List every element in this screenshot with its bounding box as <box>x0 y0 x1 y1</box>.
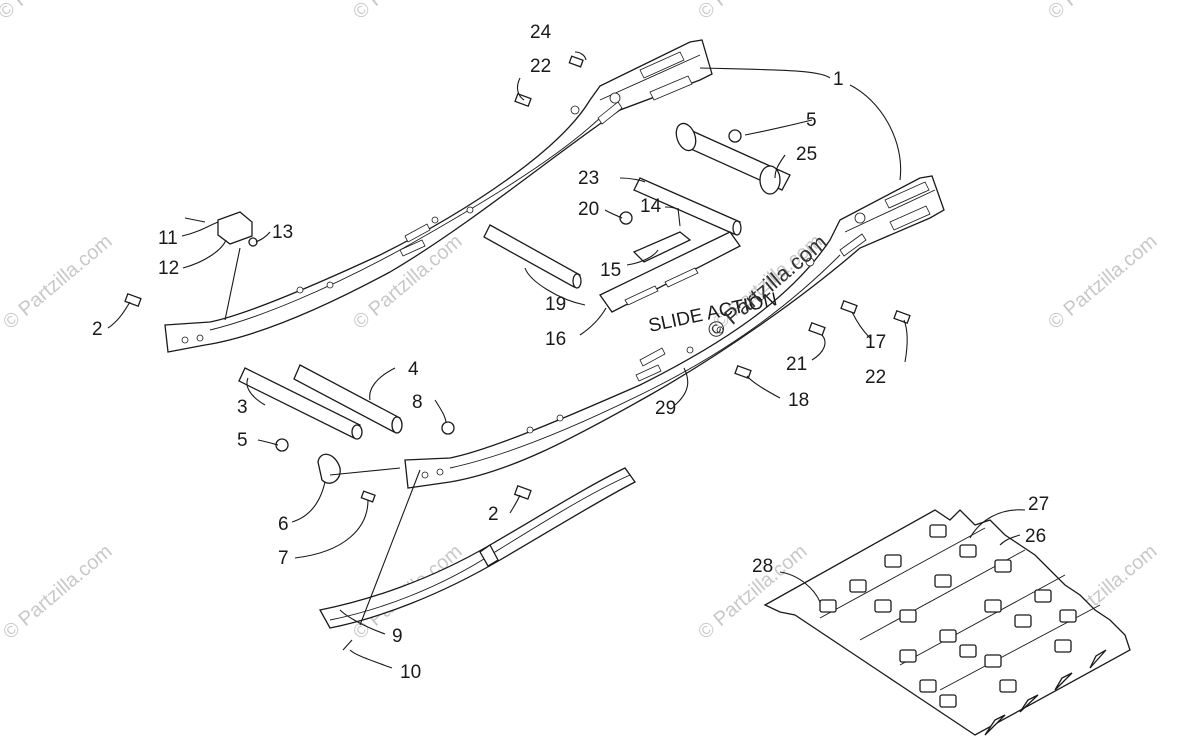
callout-9: 9 <box>392 626 403 647</box>
cross-shafts <box>217 122 791 484</box>
callout-5-left: 5 <box>237 430 248 451</box>
callout-26: 26 <box>1025 526 1046 547</box>
callout-22-top: 22 <box>530 56 551 77</box>
callout-24: 24 <box>530 22 552 43</box>
watermark: © Partzilla.com <box>1044 0 1161 24</box>
leader-lines <box>107 51 1026 669</box>
shaft-19 <box>483 224 581 288</box>
pad-6 <box>317 453 341 484</box>
callout-10: 10 <box>400 662 421 683</box>
bracket-15 <box>632 231 692 263</box>
callout-27: 27 <box>1028 494 1049 515</box>
callout-3: 3 <box>237 397 248 418</box>
bracket-16 <box>599 231 741 313</box>
bumper-12 <box>217 211 253 245</box>
callout-1: 1 <box>833 69 844 90</box>
callout-4: 4 <box>408 359 419 380</box>
callout-labels: 1 24 22 5 25 23 20 14 15 19 16 17 21 22 … <box>92 22 1049 683</box>
callout-11: 11 <box>158 228 178 249</box>
callout-17: 17 <box>865 332 886 353</box>
shaft-23 <box>633 177 741 235</box>
callout-2-left: 2 <box>92 319 103 340</box>
watermark: © Partzilla.com <box>0 0 111 24</box>
callout-29: 29 <box>655 398 676 419</box>
callout-5-top: 5 <box>806 110 817 131</box>
callout-18: 18 <box>788 390 809 411</box>
callout-19: 19 <box>545 294 566 315</box>
callout-13: 13 <box>272 222 293 243</box>
callout-28: 28 <box>752 556 773 577</box>
callout-20: 20 <box>578 199 599 220</box>
callout-16: 16 <box>545 329 566 350</box>
callout-23: 23 <box>578 168 599 189</box>
watermark: © Partzilla.com <box>694 0 811 24</box>
hardware <box>124 55 911 651</box>
callout-15: 15 <box>600 260 621 281</box>
rail-front <box>404 175 945 489</box>
watermark: © Partzilla.com <box>0 540 116 643</box>
callout-21: 21 <box>786 354 807 375</box>
callout-25: 25 <box>796 144 817 165</box>
track-26 <box>763 509 1131 736</box>
callout-6: 6 <box>278 514 289 535</box>
watermark: © Partzilla.com <box>349 0 466 24</box>
callout-7: 7 <box>278 548 289 569</box>
track-clips <box>819 524 1077 708</box>
callout-14: 14 <box>640 196 662 217</box>
callout-2-bottom: 2 <box>488 504 499 525</box>
callout-22-right: 22 <box>865 367 886 388</box>
watermark: © Partzilla.com <box>1044 230 1161 333</box>
callout-8: 8 <box>412 392 423 413</box>
slide-9 <box>318 467 636 629</box>
callout-12: 12 <box>158 258 179 279</box>
